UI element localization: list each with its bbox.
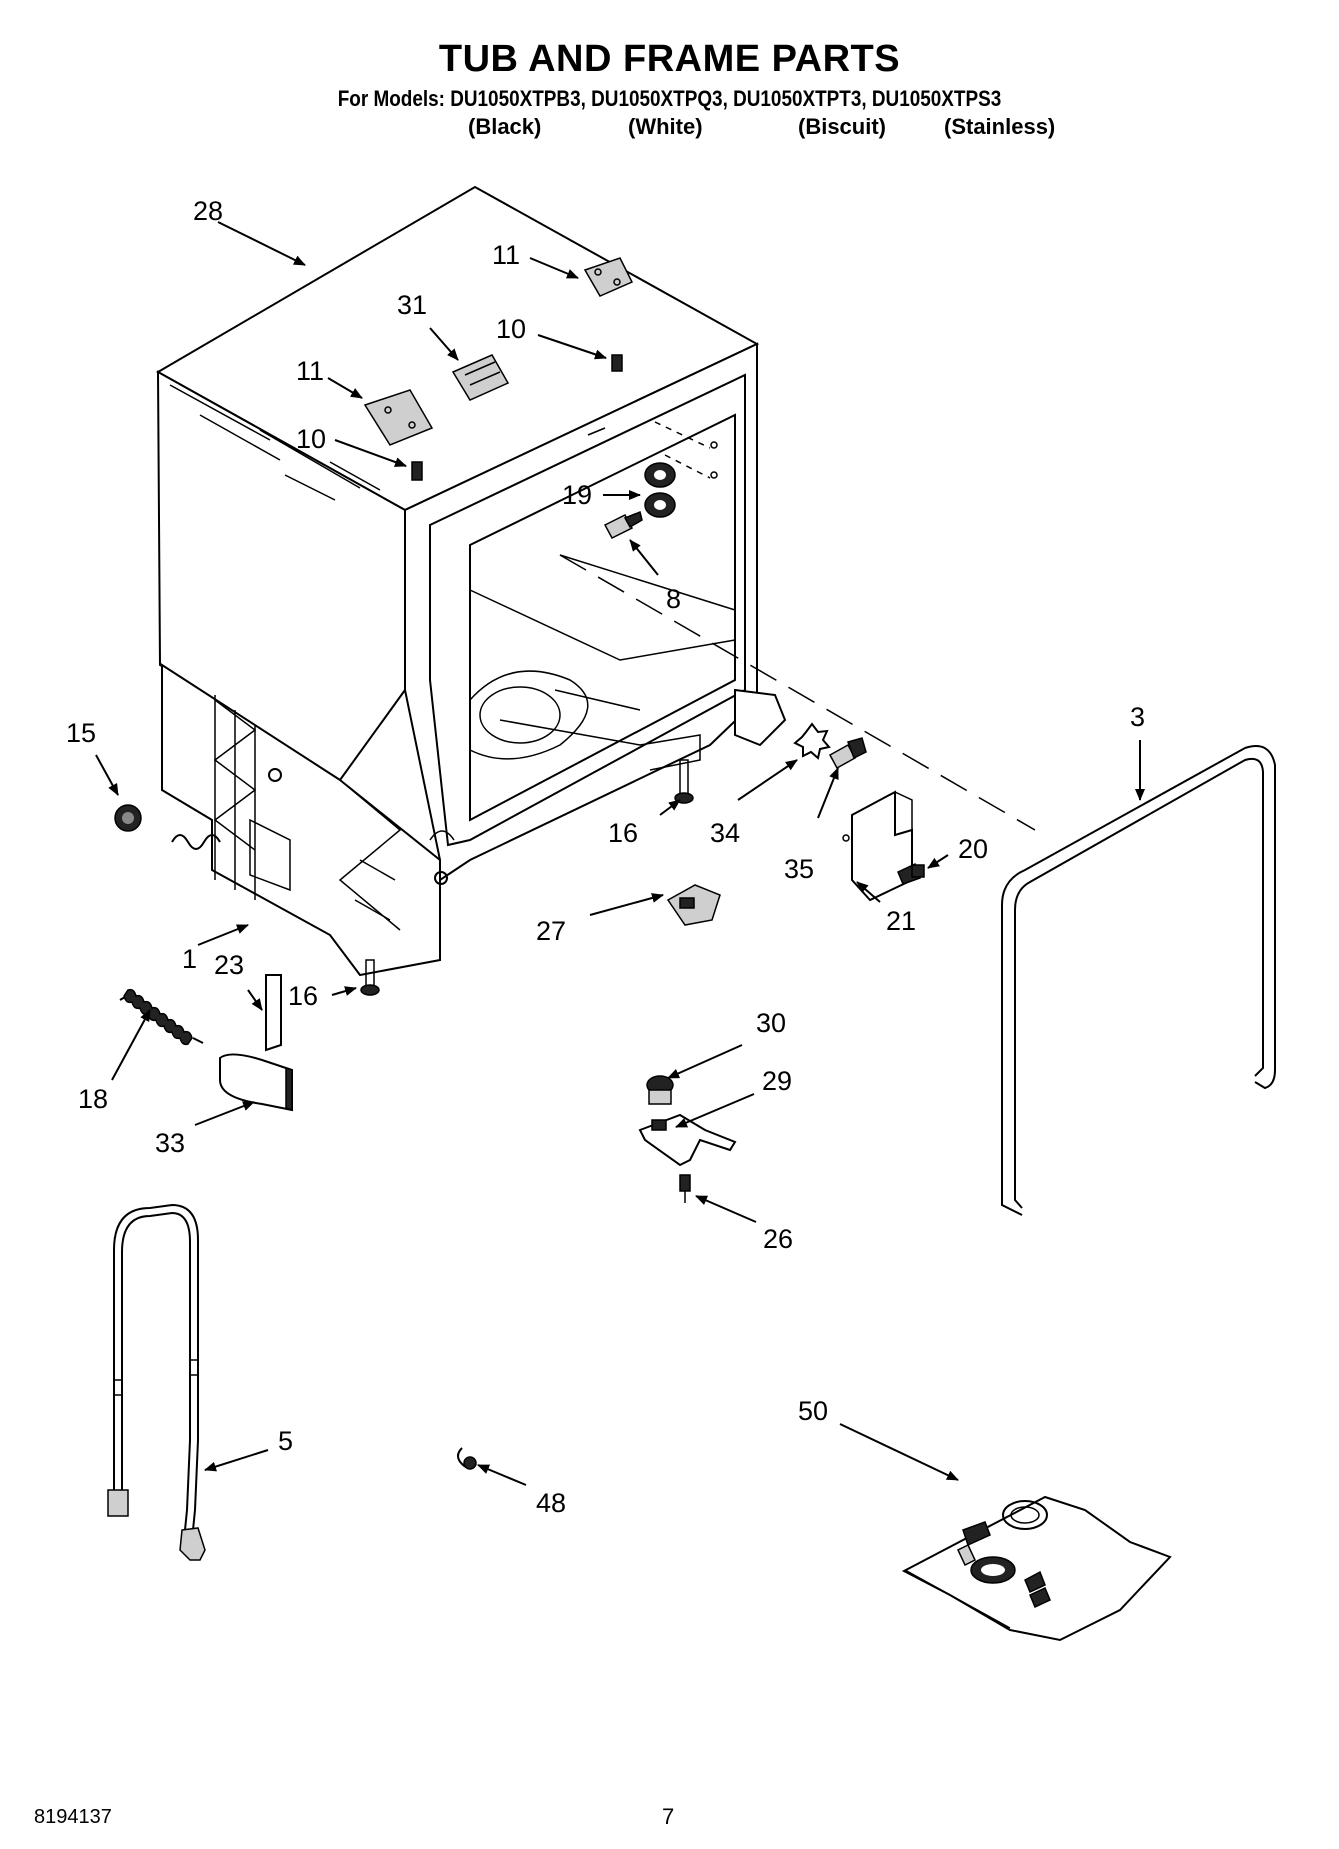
callout-11-upper: 11 bbox=[492, 240, 520, 270]
callout-26: 26 bbox=[763, 1224, 793, 1254]
page-number: 7 bbox=[662, 1804, 675, 1829]
part-48-clamp bbox=[457, 1447, 477, 1470]
callout-30: 30 bbox=[756, 1008, 786, 1038]
callout-28: 28 bbox=[193, 196, 223, 226]
part-26-screw bbox=[679, 1174, 691, 1203]
part-3-gasket bbox=[1001, 745, 1276, 1216]
callout-21: 21 bbox=[886, 906, 916, 936]
callout-34: 34 bbox=[710, 818, 740, 848]
callout-19: 19 bbox=[562, 480, 592, 510]
callout-8: 8 bbox=[666, 584, 681, 614]
callout-23: 23 bbox=[214, 950, 244, 980]
part-20-screw bbox=[897, 862, 925, 885]
document-number: 8194137 bbox=[34, 1806, 112, 1828]
part-19-rollers bbox=[644, 462, 676, 518]
tub-assembly bbox=[155, 185, 787, 977]
callout-5: 5 bbox=[278, 1426, 293, 1456]
callout-11-lower: 11 bbox=[296, 356, 324, 386]
callout-29: 29 bbox=[762, 1066, 792, 1096]
part-31-clip bbox=[451, 354, 510, 401]
variant-biscuit: (Biscuit) bbox=[798, 114, 886, 139]
callout-20: 20 bbox=[958, 834, 988, 864]
model-list: For Models: DU1050XTPB3, DU1050XTPQ3, DU… bbox=[337, 86, 1002, 111]
callout-labels: 28 11 31 10 11 10 19 8 15 3 16 34 35 20 … bbox=[66, 196, 1145, 1518]
callout-16-upper: 16 bbox=[608, 818, 638, 848]
part-23-strip bbox=[265, 974, 282, 1052]
part-33-pad bbox=[219, 1053, 293, 1112]
callout-31: 31 bbox=[397, 290, 427, 320]
part-8-bolt bbox=[603, 510, 643, 539]
part-10-screw-lower bbox=[411, 461, 423, 481]
variant-black: (Black) bbox=[468, 114, 542, 139]
part-30-thermostat bbox=[646, 1075, 674, 1105]
callout-33: 33 bbox=[155, 1128, 185, 1158]
part-34-star-nut bbox=[793, 722, 831, 760]
part-5-harness bbox=[107, 1203, 206, 1561]
callout-1: 1 bbox=[182, 944, 197, 974]
part-35-bolt bbox=[828, 737, 867, 770]
variant-white: (White) bbox=[628, 114, 703, 139]
part-16-leg-upper bbox=[674, 759, 694, 804]
callout-48: 48 bbox=[536, 1488, 566, 1518]
part-11-bracket-upper bbox=[583, 257, 634, 297]
part-27-clip bbox=[666, 884, 721, 926]
callout-16-lower: 16 bbox=[288, 981, 318, 1011]
part-11-bracket-lower bbox=[363, 389, 434, 446]
part-21-bracket bbox=[842, 790, 913, 902]
callout-27: 27 bbox=[536, 916, 566, 946]
part-18-spring bbox=[119, 988, 204, 1046]
callout-3: 3 bbox=[1130, 702, 1145, 732]
callout-10-upper: 10 bbox=[496, 314, 526, 344]
part-29-bracket bbox=[638, 1113, 737, 1167]
callout-10-lower: 10 bbox=[296, 424, 326, 454]
part-15-grommet bbox=[114, 804, 142, 832]
part-50-parts-bag bbox=[901, 1495, 1172, 1642]
leader-lines bbox=[95, 221, 1145, 1486]
page-title: TUB AND FRAME PARTS bbox=[438, 38, 901, 80]
callout-35: 35 bbox=[784, 854, 814, 884]
variant-stainless: (Stainless) bbox=[944, 114, 1056, 139]
callout-50: 50 bbox=[798, 1396, 828, 1426]
color-variants: (Black) (White) (Biscuit) (Stainless) bbox=[0, 114, 1339, 144]
callout-15: 15 bbox=[66, 718, 96, 748]
callout-18: 18 bbox=[78, 1084, 108, 1114]
part-16-leg-lower bbox=[360, 959, 380, 996]
part-10-screw-upper bbox=[611, 354, 623, 372]
